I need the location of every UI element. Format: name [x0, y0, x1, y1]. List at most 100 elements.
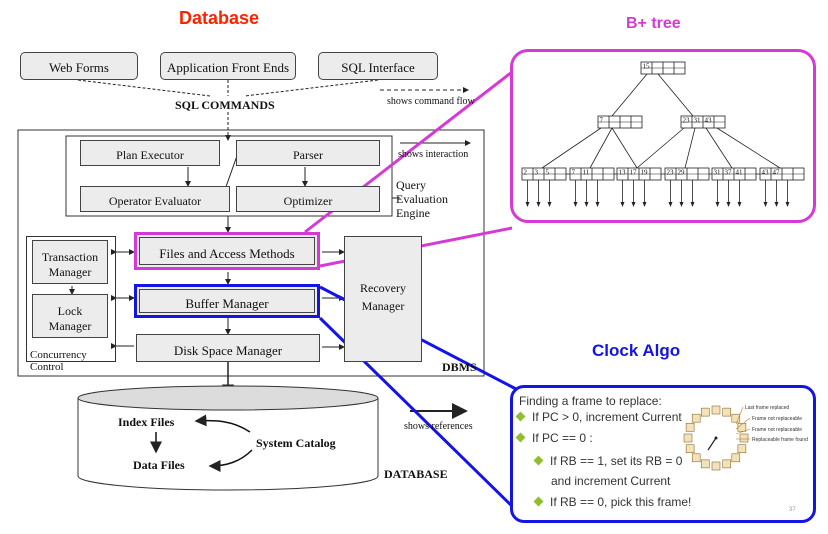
clock-bullet-text: If RB == 0, pick this frame!: [550, 495, 692, 509]
clock-frame: [731, 453, 741, 463]
web-forms-box: Web Forms: [20, 52, 138, 80]
plan-executor-label: Plan Executor: [116, 148, 184, 162]
clock-frame: [711, 405, 721, 415]
btree-leaf-3-key: 17: [630, 169, 638, 177]
bplus-tree-panel: [510, 49, 816, 223]
clock-frame: [722, 459, 732, 469]
btree-record-arrowhead: [737, 202, 742, 207]
btree-leaf-5-key: 41: [736, 169, 744, 177]
concurrency-control-label-1: Concurrency: [30, 349, 87, 361]
optimizer-label: Optimizer: [283, 194, 333, 208]
legend-command-flow: shows command flow: [387, 96, 475, 107]
catalog-to-index-arrow: [194, 414, 251, 433]
database-label: DATABASE: [384, 467, 448, 481]
files-access-methods-label: Files and Access Methods: [159, 246, 295, 261]
clock-figure-label: Replaceable frame found: [752, 437, 808, 443]
btree-record-arrowhead: [763, 202, 768, 207]
query-evaluation-engine-label-1: Query: [396, 178, 426, 192]
operator-evaluator-label: Operator Evaluator: [108, 194, 202, 208]
btree-inner-right-key: 31: [694, 117, 702, 125]
buffer-manager-box: Buffer Manager: [134, 284, 320, 318]
clock-frame: [711, 461, 721, 471]
btree-record-arrowhead: [785, 202, 790, 207]
clock-algo-panel: Finding a frame to replace: If PC > 0, i…: [510, 385, 816, 523]
btree-edge: [657, 73, 694, 117]
btree-leaf-4-key: 29: [678, 169, 686, 177]
legend-references: shows references: [404, 421, 473, 432]
clock-title: Finding a frame to replace:: [519, 394, 662, 408]
sql-commands-label: SQL COMMANDS: [175, 98, 275, 112]
clock-frame: [737, 444, 747, 454]
web-forms-label: Web Forms: [49, 60, 109, 75]
lock-manager-box: Lock Manager: [32, 294, 108, 338]
btree-leaf-1-key: 5: [546, 169, 550, 177]
recovery-manager-label-2: Manager: [361, 299, 405, 313]
sql-interface-box: SQL Interface: [318, 52, 438, 80]
btree-record-arrowhead: [726, 202, 731, 207]
clock-frame: [722, 407, 732, 417]
clock-frame: [683, 433, 693, 443]
data-files-label: Data Files: [133, 458, 185, 472]
bplus-tree-heading: B+ tree: [626, 15, 681, 32]
btree-leaf-5-key: 31: [714, 169, 722, 177]
sqlinterface-connector: [244, 79, 379, 97]
clock-bullet-text: If RB == 1, set its RB = 0: [550, 454, 683, 468]
clock-frame: [691, 453, 701, 463]
btree-edge: [716, 127, 781, 169]
btree-record-arrowhead: [690, 202, 695, 207]
btree-edge: [684, 127, 696, 169]
legend-interaction: shows interaction: [398, 149, 469, 160]
btree-record-arrowhead: [525, 202, 530, 207]
btree-record-arrowhead: [774, 202, 779, 207]
concurrency-control-box: [26, 236, 116, 362]
btree-edge: [705, 127, 733, 169]
btree-edge: [611, 127, 638, 169]
transaction-manager-label-1: Transaction: [41, 250, 99, 264]
btree-record-arrowhead: [668, 202, 673, 207]
btree-root-key: 15: [643, 63, 651, 71]
parser-label: Parser: [293, 148, 323, 162]
disk-space-manager-label: Disk Space Manager: [173, 343, 283, 358]
catalog-to-data-arrow: [208, 449, 253, 472]
btree-leaf-3-key: 13: [619, 169, 627, 177]
btree-inner-right-key: 43: [705, 117, 713, 125]
recovery-manager-box: Recovery Manager: [344, 236, 422, 362]
btree-leaf-6-key: 47: [773, 169, 781, 177]
btree-leaf-5-key: 37: [725, 169, 733, 177]
btree-edge: [589, 127, 613, 169]
btree-edge: [541, 127, 602, 169]
btree-leaf-1-key: 3: [535, 169, 539, 177]
database-heading: Database: [179, 8, 260, 28]
webforms-connector: [77, 79, 211, 97]
btree-inner-right-key: 23: [683, 117, 691, 125]
btree-record-arrowhead: [584, 202, 589, 207]
dbms-label: DBMS: [442, 360, 477, 374]
parser-box: Parser: [236, 140, 380, 166]
transaction-manager-label-2: Manager: [48, 265, 92, 279]
clock-hand: [707, 437, 717, 451]
query-evaluation-engine-label-3: Engine: [396, 206, 430, 220]
system-catalog-label: System Catalog: [256, 436, 336, 450]
btree-record-arrowhead: [595, 202, 600, 207]
clock-frame: [685, 444, 695, 454]
btree-leaf-3-key: 19: [641, 169, 649, 177]
btree-edge: [636, 127, 685, 169]
btree-inner-left-key: 7: [600, 117, 604, 125]
clock-bullet-text: If PC == 0 :: [532, 431, 593, 445]
disk-space-manager-box: Disk Space Manager: [136, 334, 320, 362]
clock-label-leader: [735, 417, 751, 430]
btree-record-arrowhead: [620, 202, 625, 207]
btree-leaf-6-key: 43: [762, 169, 770, 177]
btree-record-arrowhead: [642, 202, 647, 207]
btree-record-arrowhead: [547, 202, 552, 207]
buffer-manager-label: Buffer Manager: [185, 296, 269, 311]
clock-frame: [700, 459, 710, 469]
clock-bullet-text: If PC > 0, increment Current: [532, 410, 682, 424]
clock-bullet-text: and increment Current: [551, 474, 671, 488]
application-front-ends-label: Application Front Ends: [166, 60, 290, 75]
btree-record-arrowhead: [631, 202, 636, 207]
query-engine-box: [65, 135, 393, 217]
